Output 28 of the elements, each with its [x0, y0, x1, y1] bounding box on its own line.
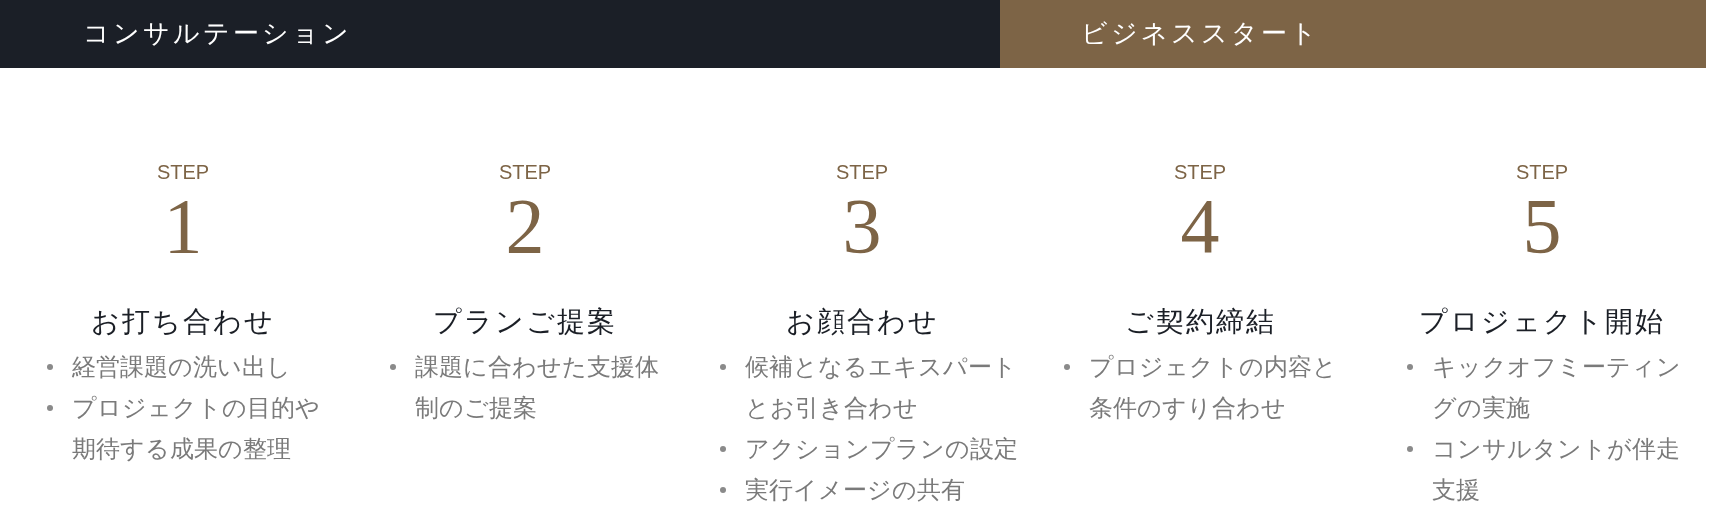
step-number: 5: [1522, 187, 1562, 265]
step-number: 1: [163, 187, 203, 265]
phase-band: [0, 0, 1000, 68]
step-number: 2: [505, 187, 545, 265]
step-title: お打ち合わせ: [91, 305, 275, 339]
step-label: STEP: [1173, 160, 1227, 184]
list-item-text: キックオフミーティングの実施: [1432, 352, 1682, 423]
list-item-text: 課題に合わせた支援体制のご提案: [415, 352, 660, 423]
list-item-text: アクションプランの設定: [745, 434, 1019, 464]
step-label: STEP: [835, 160, 889, 184]
step-number: 4: [1180, 187, 1220, 265]
list-item-text: 実行イメージの共有: [745, 475, 966, 505]
step-label: STEP: [156, 160, 210, 184]
phase-band: [1000, 0, 1706, 68]
phase-title: コンサルテーション: [83, 18, 352, 50]
step-label: STEP: [1515, 160, 1569, 184]
phase-title: ビジネススタート: [1081, 18, 1320, 50]
list-item-text: プロジェクトの内容と条件のすり合わせ: [1089, 352, 1338, 423]
step-title: ご契約締結: [1124, 305, 1276, 339]
step-title: プロジェクト開始: [1419, 305, 1665, 339]
step-title: プランご提案: [433, 305, 617, 339]
list-item-text: プロジェクトの目的や期待する成果の整理: [72, 393, 321, 464]
step-label: STEP: [498, 160, 552, 184]
step-number: 3: [842, 187, 882, 265]
step-title: お顔合わせ: [785, 305, 939, 339]
list-item-text: 候補となるエキスパートとお引き合わせ: [745, 352, 1018, 423]
list-item-text: 経営課題の洗い出し: [72, 352, 292, 382]
list-item-text: コンサルタントが伴走支援: [1432, 434, 1681, 505]
